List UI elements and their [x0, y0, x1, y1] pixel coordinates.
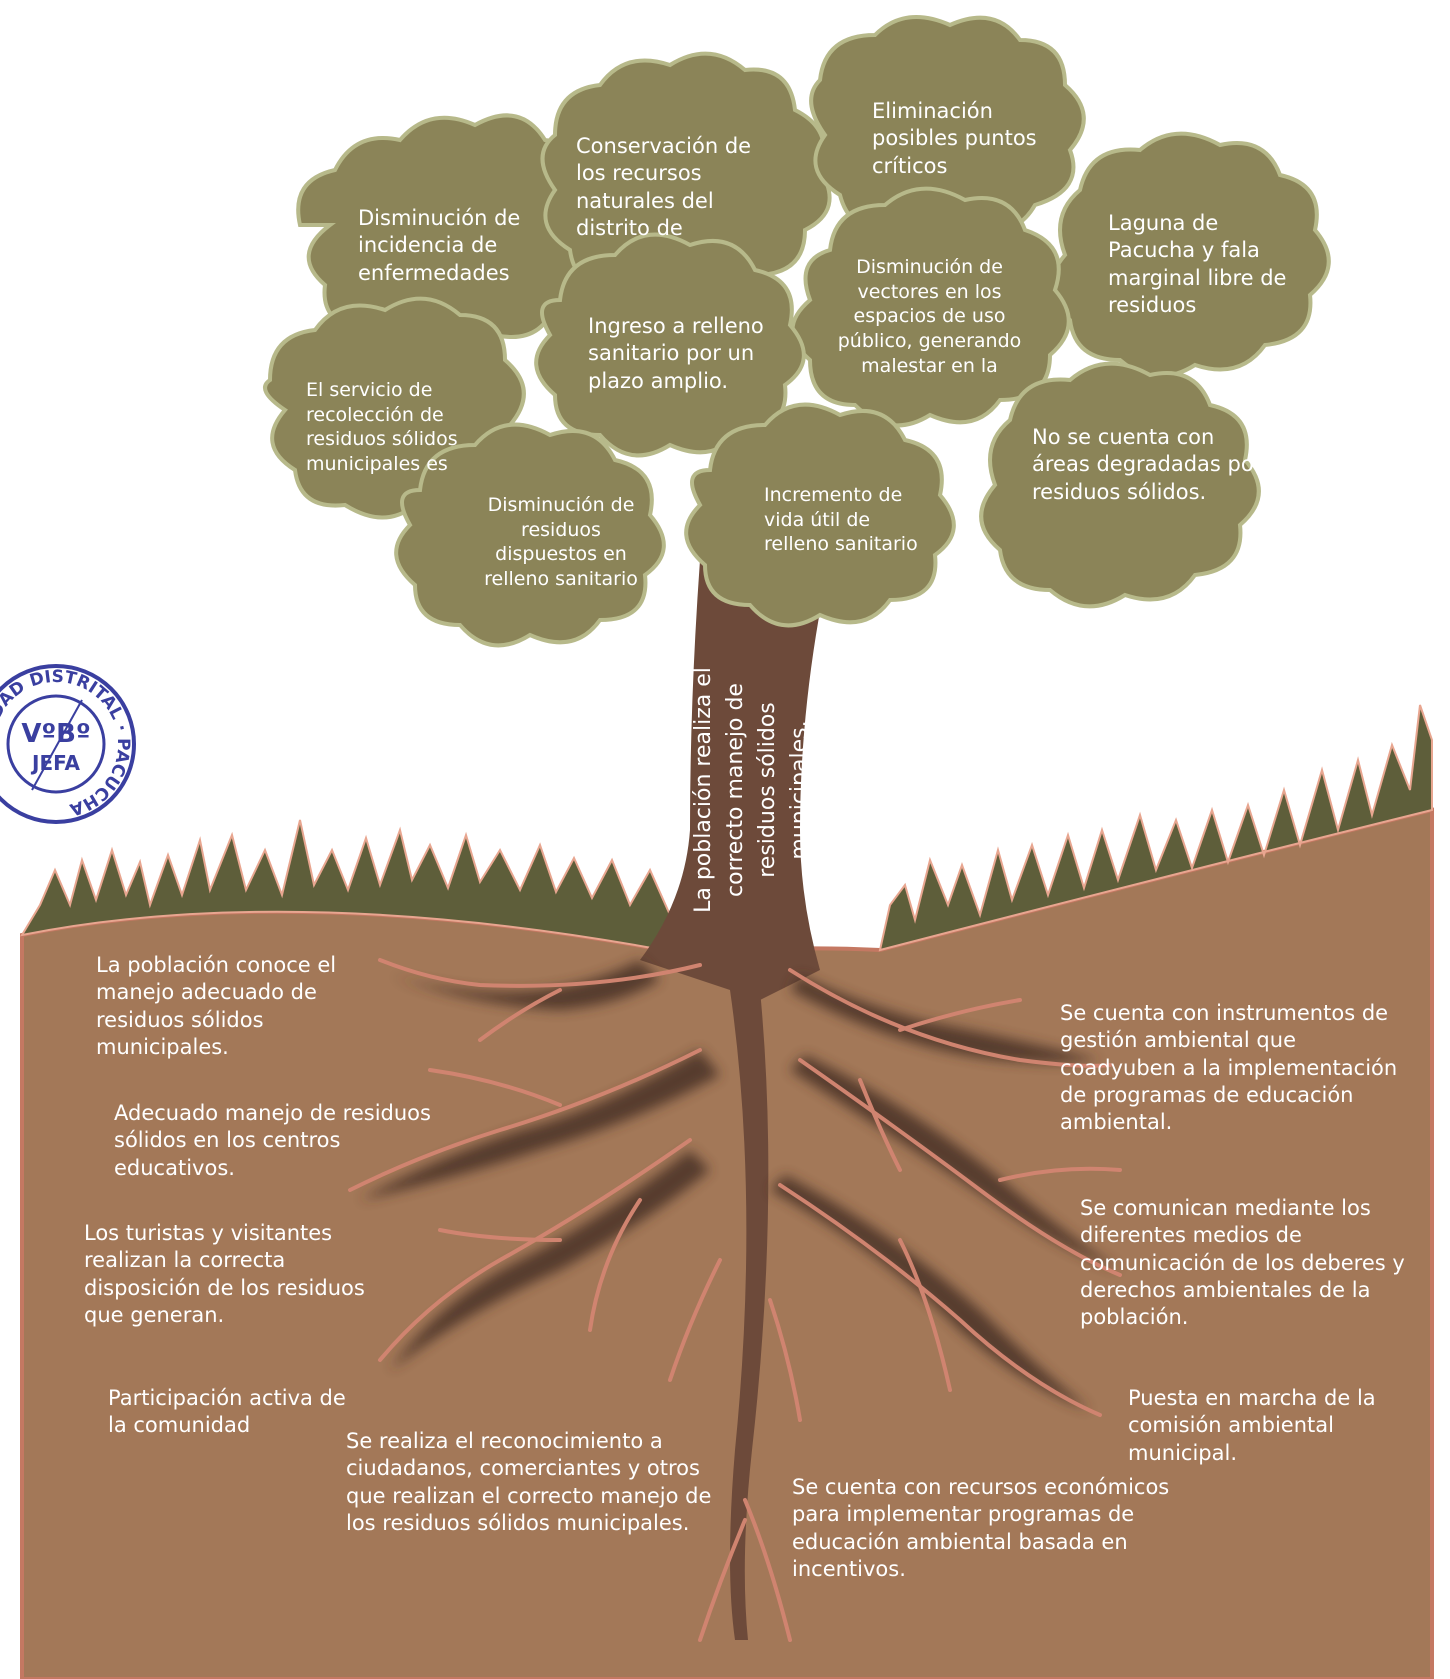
root-comision: Puesta en marcha de la comisión ambienta… [1128, 1386, 1376, 1465]
taproot [730, 990, 769, 1640]
root-comunican: Se comunican mediante los diferentes med… [1080, 1196, 1405, 1330]
root-participacion: Participación activa de la comunidad [108, 1386, 346, 1438]
crown-areas-degradadas: No se cuenta con áreas degradadas por re… [1032, 425, 1263, 504]
cloud-conservacion [540, 51, 832, 304]
root-instrumentos: Se cuenta con instrumentos de gestión am… [1060, 1001, 1398, 1135]
canopy [263, 15, 1331, 648]
cloud-areas-degradadas [979, 361, 1261, 609]
crown-incremento-vida: Incremento de vida útil de relleno sanit… [764, 484, 918, 556]
crown-disminucion-enfermedades: Disminución de incidencia de enfermedade… [358, 206, 521, 285]
cloud-incremento-vida [684, 402, 956, 628]
svg-text:VºBº: VºBº [21, 719, 90, 749]
crown-laguna: Laguna de Pacucha y fala marginal libre … [1108, 211, 1287, 317]
cloud-eliminacion [809, 15, 1086, 245]
root-lines [348, 958, 1122, 1642]
crown-disminucion-vectores: Disminución de vectores en los espacios … [837, 256, 1022, 377]
crown-conservacion: Conservación de los recursos naturales d… [576, 134, 752, 240]
crown-servicio-recoleccion: El servicio de recolección de residuos s… [306, 379, 458, 476]
official-stamp: LIDAD DISTRITAL · PACUCHA VºBº JEFA [0, 664, 136, 824]
cloud-disminucion-residuos [394, 422, 666, 648]
trunk-label: La población realiza el correcto manejo … [691, 667, 812, 913]
root-conoce-manejo: La población conoce el manejo adecuado d… [96, 953, 337, 1059]
grass-left [19, 819, 692, 957]
crown-eliminacion: Eliminación posibles puntos críticos [872, 99, 1037, 178]
tree-trunk [640, 560, 830, 1000]
root-centros-educativos: Adecuado manejo de residuos sólidos en l… [114, 1101, 431, 1180]
root-turistas: Los turistas y visitantes realizan la co… [84, 1221, 365, 1327]
crown-ingreso-relleno: Ingreso a relleno sanitario por un plazo… [588, 314, 764, 393]
root-reconocimiento: Se realiza el reconocimiento a ciudadano… [346, 1429, 712, 1535]
grass-right [878, 704, 1433, 952]
svg-text:JEFA: JEFA [30, 751, 80, 775]
crown-disminucion-residuos: Disminución de residuos dispuestos en re… [484, 494, 638, 591]
root-recursos-economicos: Se cuenta con recursos económicos para i… [792, 1475, 1170, 1581]
